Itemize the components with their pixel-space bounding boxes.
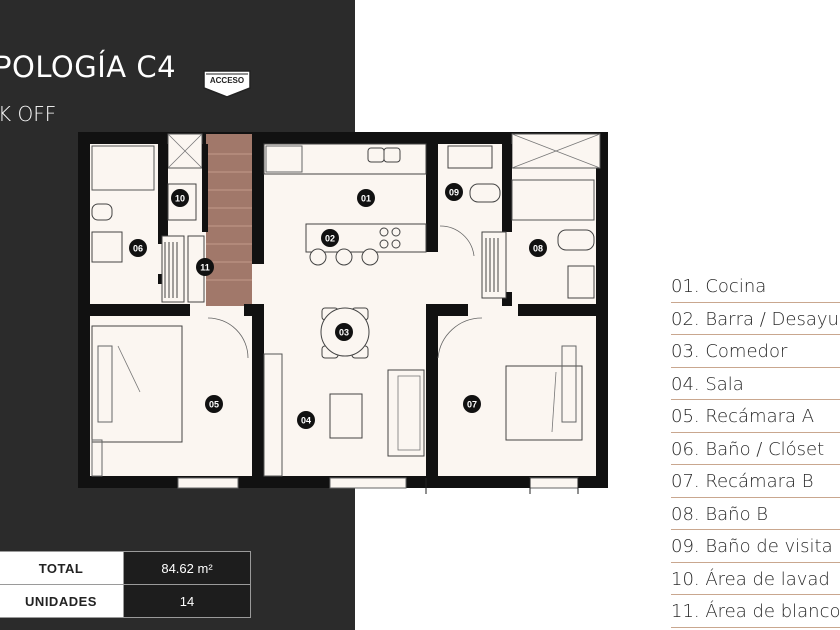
sink-a <box>91 231 123 263</box>
legend-item: 01. Cocina <box>671 270 840 303</box>
toilet-guest <box>469 183 501 203</box>
sink-b <box>567 265 595 299</box>
svg-text:06: 06 <box>133 244 143 254</box>
marker-02: 02 <box>321 229 339 247</box>
bed-a <box>91 325 183 443</box>
page-title: POLOGÍA C4 <box>0 50 177 84</box>
stats-label-units: UNIDADES <box>0 584 124 618</box>
marker-11: 11 <box>196 258 214 276</box>
svg-text:02: 02 <box>325 234 335 244</box>
floor-plan: 01 02 03 04 05 06 07 08 09 10 11 <box>78 132 608 494</box>
legend-item: 08. Baño B <box>671 498 840 530</box>
marker-06: 06 <box>129 239 147 257</box>
legend-item: 10. Área de lavad <box>671 563 840 595</box>
legend-item: 03. Comedor <box>671 335 840 368</box>
legend-item: 05. Recámara A <box>671 400 840 433</box>
access-arrow-icon <box>203 70 251 98</box>
legend-item: 09. Baño de visita <box>671 530 840 563</box>
wood-planks <box>206 153 252 281</box>
svg-text:03: 03 <box>339 328 349 338</box>
kitchen-counter <box>263 143 427 175</box>
marker-09: 09 <box>445 183 463 201</box>
bar-stools <box>309 248 379 266</box>
legend-item: 06. Baño / Clóset <box>671 433 840 465</box>
shower-a <box>91 145 155 191</box>
bed-b <box>505 365 583 441</box>
coffee-table <box>329 393 363 439</box>
access-label: ACCESO <box>209 76 245 85</box>
svg-text:11: 11 <box>200 263 210 273</box>
wood-floor-hall <box>206 134 252 306</box>
sofa <box>387 369 425 457</box>
marker-07: 07 <box>463 395 481 413</box>
svg-text:07: 07 <box>467 400 477 410</box>
shower-b <box>511 179 595 221</box>
legend-item: 02. Barra / Desayu <box>671 303 840 335</box>
access-marker: ACCESO <box>203 70 251 98</box>
svg-text:04: 04 <box>301 416 311 426</box>
stats-value-total: 84.62 m² <box>123 551 251 585</box>
marker-08: 08 <box>529 239 547 257</box>
sink-guest <box>447 145 493 169</box>
stats-value-units: 14 <box>123 584 251 618</box>
interior-walls <box>90 144 596 480</box>
svg-text:10: 10 <box>175 194 185 204</box>
svg-text:01: 01 <box>361 194 371 204</box>
marker-05: 05 <box>205 395 223 413</box>
marker-03: 03 <box>335 323 353 341</box>
legend-item: 07. Recámara B <box>671 465 840 498</box>
marker-04: 04 <box>297 411 315 429</box>
stats-label-total: TOTAL <box>0 551 124 585</box>
svg-text:05: 05 <box>209 400 219 410</box>
area-stats-table: TOTAL 84.62 m² UNIDADES 14 <box>0 551 251 618</box>
room-legend: 01. Cocina 02. Barra / Desayu 03. Comedo… <box>671 270 840 628</box>
toilet-a <box>91 203 113 221</box>
legend-item: 04. Sala <box>671 368 840 400</box>
marker-10: 10 <box>171 189 189 207</box>
toilet-b <box>557 229 595 251</box>
page-subtitle: K OFF <box>0 102 57 126</box>
legend-item: 11. Área de blanco <box>671 595 840 628</box>
tv-unit <box>263 353 283 477</box>
stats-row-units: UNIDADES 14 <box>0 584 251 618</box>
marker-01: 01 <box>357 189 375 207</box>
stats-row-total: TOTAL 84.62 m² <box>0 551 251 585</box>
svg-text:09: 09 <box>449 188 459 198</box>
svg-text:08: 08 <box>533 244 543 254</box>
